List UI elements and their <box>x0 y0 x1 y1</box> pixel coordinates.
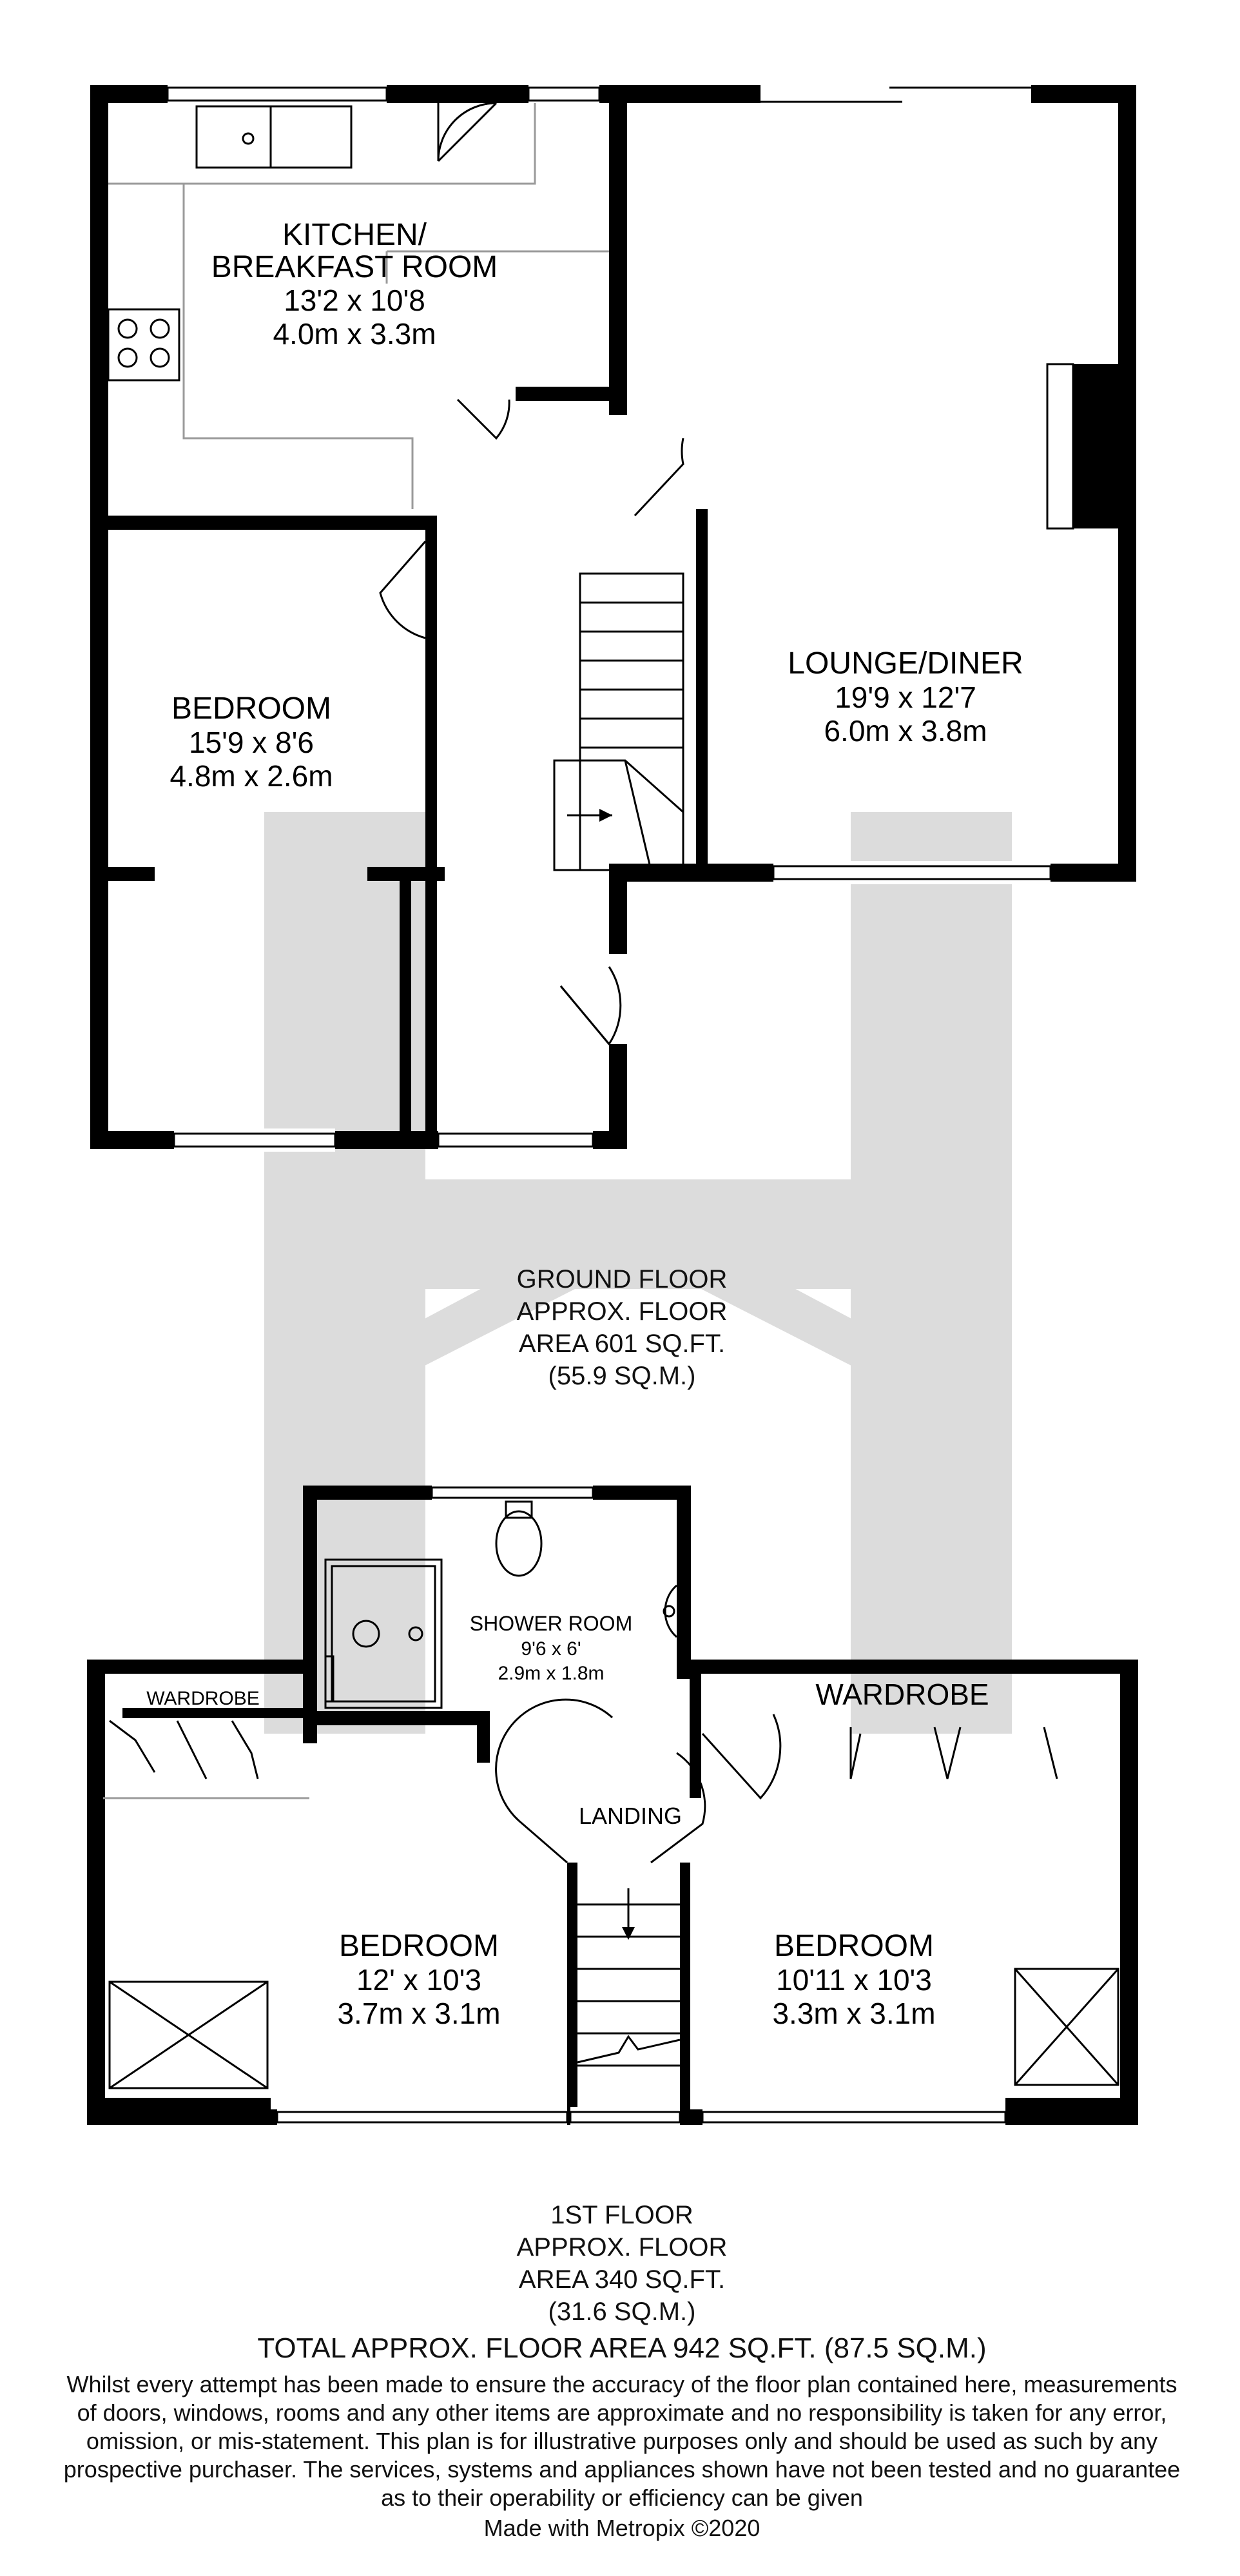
svg-text:as to their operability or eff: as to their operability or efficiency ca… <box>381 2484 863 2511</box>
svg-text:Whilst every attempt has been: Whilst every attempt has been made to en… <box>67 2371 1177 2397</box>
ground-floor-area-caption: GROUND FLOOR APPROX. FLOOR AREA 601 SQ.F… <box>517 1265 728 1390</box>
svg-text:3.7m x 3.1m: 3.7m x 3.1m <box>337 1997 500 2030</box>
svg-text:APPROX. FLOOR: APPROX. FLOOR <box>517 1297 728 1326</box>
svg-text:BEDROOM: BEDROOM <box>171 692 331 726</box>
ground-stairs <box>553 572 684 871</box>
room-ground-bedroom-label: BEDROOM 15'9 x 8'6 4.8m x 2.6m <box>170 692 333 793</box>
wardrobe-right-label: WARDROBE <box>815 1678 989 1711</box>
svg-text:13'2 x 10'8: 13'2 x 10'8 <box>284 284 425 317</box>
total-area: TOTAL APPROX. FLOOR AREA 942 SQ.FT. (87.… <box>257 2332 986 2364</box>
svg-text:of doors, windows, rooms and a: of doors, windows, rooms and any other i… <box>77 2399 1167 2426</box>
svg-text:4.8m x 2.6m: 4.8m x 2.6m <box>170 759 333 793</box>
svg-text:SHOWER ROOM: SHOWER ROOM <box>470 1612 632 1635</box>
svg-text:LOUNGE/DINER: LOUNGE/DINER <box>788 646 1023 681</box>
svg-text:12' x 10'3: 12' x 10'3 <box>356 1963 481 1997</box>
svg-text:4.0m x 3.3m: 4.0m x 3.3m <box>273 317 436 351</box>
first-floor-area-caption: 1ST FLOOR APPROX. FLOOR AREA 340 SQ.FT. … <box>517 2201 728 2326</box>
svg-text:9'6 x 6': 9'6 x 6' <box>521 1638 581 1660</box>
svg-text:10'11 x 10'3: 10'11 x 10'3 <box>776 1963 932 1997</box>
svg-text:BEDROOM: BEDROOM <box>774 1929 934 1963</box>
room-first-bedroom-2-label: BEDROOM 10'11 x 10'3 3.3m x 3.1m <box>772 1929 935 2030</box>
svg-text:2.9m x 1.8m: 2.9m x 1.8m <box>498 1663 604 1684</box>
room-kitchen-label: KITCHEN/ BREAKFAST ROOM 13'2 x 10'8 4.0m… <box>211 218 498 351</box>
disclaimer: Whilst every attempt has been made to en… <box>64 2371 1180 2511</box>
svg-text:15'9 x 8'6: 15'9 x 8'6 <box>189 726 314 759</box>
first-floor-plan <box>87 1483 1138 2127</box>
svg-text:1ST FLOOR: 1ST FLOOR <box>550 2201 693 2229</box>
svg-text:GROUND FLOOR: GROUND FLOOR <box>517 1265 728 1293</box>
svg-text:KITCHEN/: KITCHEN/ <box>282 218 427 252</box>
room-lounge-label: LOUNGE/DINER 19'9 x 12'7 6.0m x 3.8m <box>788 646 1023 748</box>
room-shower-label: SHOWER ROOM 9'6 x 6' 2.9m x 1.8m <box>470 1612 632 1684</box>
credit: Made with Metropix ©2020 <box>484 2515 760 2541</box>
svg-text:(55.9 SQ.M.): (55.9 SQ.M.) <box>548 1362 696 1390</box>
first-floor-stairs <box>577 1888 681 2067</box>
svg-text:3.3m x 3.1m: 3.3m x 3.1m <box>772 1997 935 2030</box>
svg-text:omission, or mis-statement. Th: omission, or mis-statement. This plan is… <box>86 2428 1158 2454</box>
watermark-logo <box>264 812 1012 1734</box>
svg-text:APPROX. FLOOR: APPROX. FLOOR <box>517 2233 728 2261</box>
landing-label: LANDING <box>579 1803 682 1829</box>
room-first-bedroom-1-label: BEDROOM 12' x 10'3 3.7m x 3.1m <box>337 1929 500 2030</box>
svg-text:prospective purchaser. The ser: prospective purchaser. The services, sys… <box>64 2456 1180 2483</box>
svg-text:BEDROOM: BEDROOM <box>339 1929 499 1963</box>
svg-text:(31.6 SQ.M.): (31.6 SQ.M.) <box>548 2298 696 2326</box>
svg-text:BREAKFAST ROOM: BREAKFAST ROOM <box>211 250 498 284</box>
ground-floor-plan <box>90 82 1136 1152</box>
svg-text:6.0m x 3.8m: 6.0m x 3.8m <box>824 714 987 748</box>
svg-text:19'9 x 12'7: 19'9 x 12'7 <box>835 681 976 714</box>
svg-text:AREA 601 SQ.FT.: AREA 601 SQ.FT. <box>519 1330 725 1358</box>
svg-text:AREA 340 SQ.FT.: AREA 340 SQ.FT. <box>519 2265 725 2294</box>
wardrobe-left-label: WARDROBE <box>146 1688 260 1709</box>
